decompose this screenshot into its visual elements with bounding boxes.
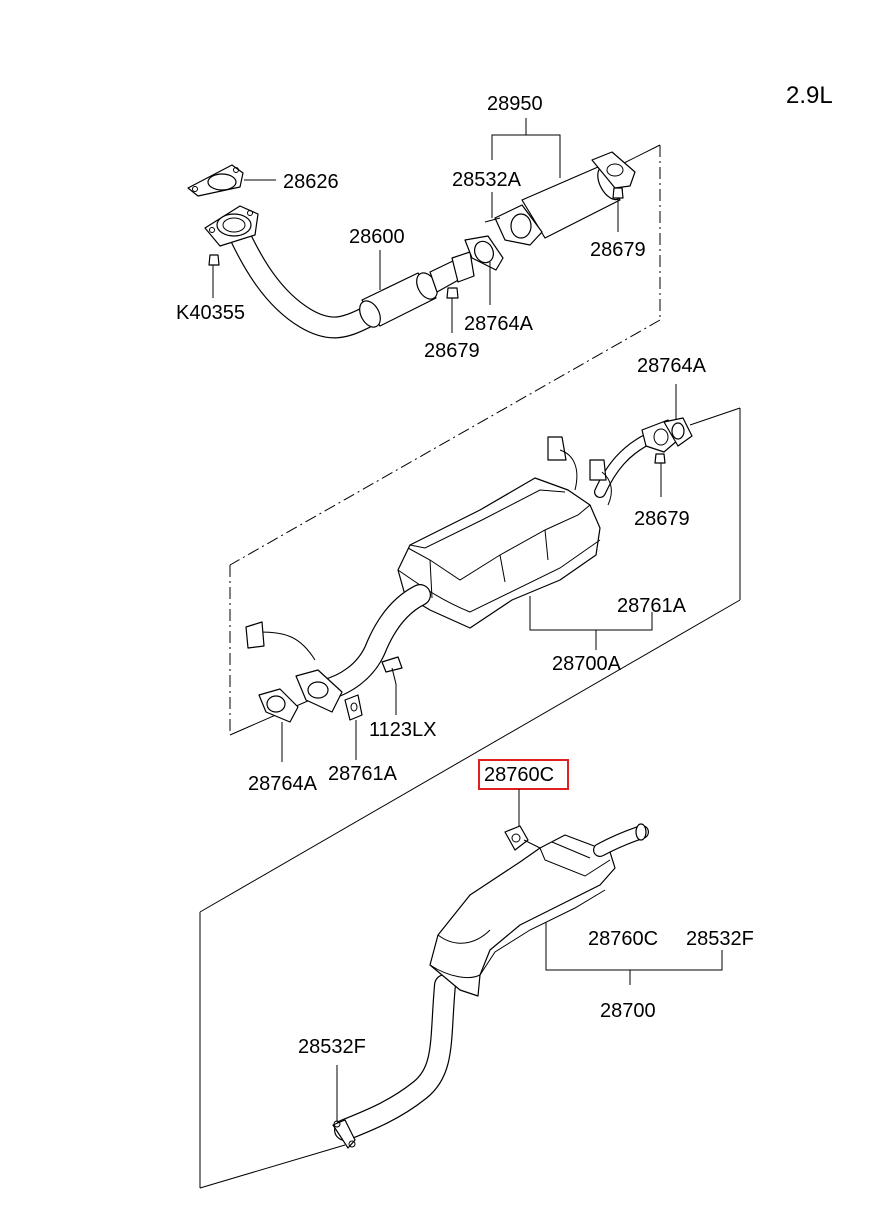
label-28700: 28700 <box>600 1000 656 1022</box>
hanger-bracket-upper <box>547 436 612 506</box>
rear-muffler-28700 <box>334 823 649 1141</box>
label-28764A-top: 28764A <box>464 313 534 335</box>
label-28626: 28626 <box>283 171 339 193</box>
gasket-28626 <box>187 164 244 197</box>
label-28679-top-right: 28679 <box>590 239 646 261</box>
label-28600: 28600 <box>349 226 405 248</box>
gasket-28764A-top <box>464 235 504 271</box>
hanger-28760C <box>504 825 541 851</box>
center-pipe-front <box>245 584 431 713</box>
label-28760C-highlighted[interactable]: 28760C <box>484 764 554 786</box>
label-28532F-left: 28532F <box>298 1036 366 1058</box>
middle-assembly-frame <box>199 407 741 913</box>
front-pipe-28600 <box>204 205 475 339</box>
label-1123LX: 1123LX <box>369 719 436 741</box>
label-28679-top-left: 28679 <box>424 340 480 362</box>
highlight-box <box>478 759 569 790</box>
bolt-1123LX <box>381 656 403 685</box>
label-28761A-mid-left: 28761A <box>328 763 398 785</box>
label-28532F-right: 28532F <box>686 928 754 950</box>
nut-k40355 <box>208 254 220 266</box>
bottom-assembly-frame <box>199 912 346 1189</box>
label-28700A: 28700A <box>552 653 622 675</box>
catalyst-28950 <box>484 151 636 246</box>
top-assembly-frame <box>229 144 661 566</box>
label-28950: 28950 <box>487 93 543 115</box>
label-28761A-mid-right: 28761A <box>617 595 687 617</box>
engine-label: 2.9L <box>786 82 833 109</box>
nut-28679-right <box>612 187 624 199</box>
hanger-28761A-mid-left <box>344 694 363 721</box>
muffler-28700A <box>397 477 601 629</box>
gasket-28764A-mid-left <box>258 688 299 723</box>
nut-28679-left <box>446 287 459 299</box>
gasket-28764A-mid-right <box>663 417 693 447</box>
label-k40355: K40355 <box>176 302 245 324</box>
label-28532A: 28532A <box>452 169 522 191</box>
label-28760C: 28760C <box>588 928 658 950</box>
label-28764A-mid-left: 28764A <box>248 773 318 795</box>
label-28679-mid: 28679 <box>634 508 690 530</box>
nut-28679-mid <box>654 453 666 464</box>
engine-size-label: 2.9L <box>786 82 833 109</box>
label-28764A-mid-right: 28764A <box>637 355 707 377</box>
center-pipe-rear <box>594 419 679 498</box>
